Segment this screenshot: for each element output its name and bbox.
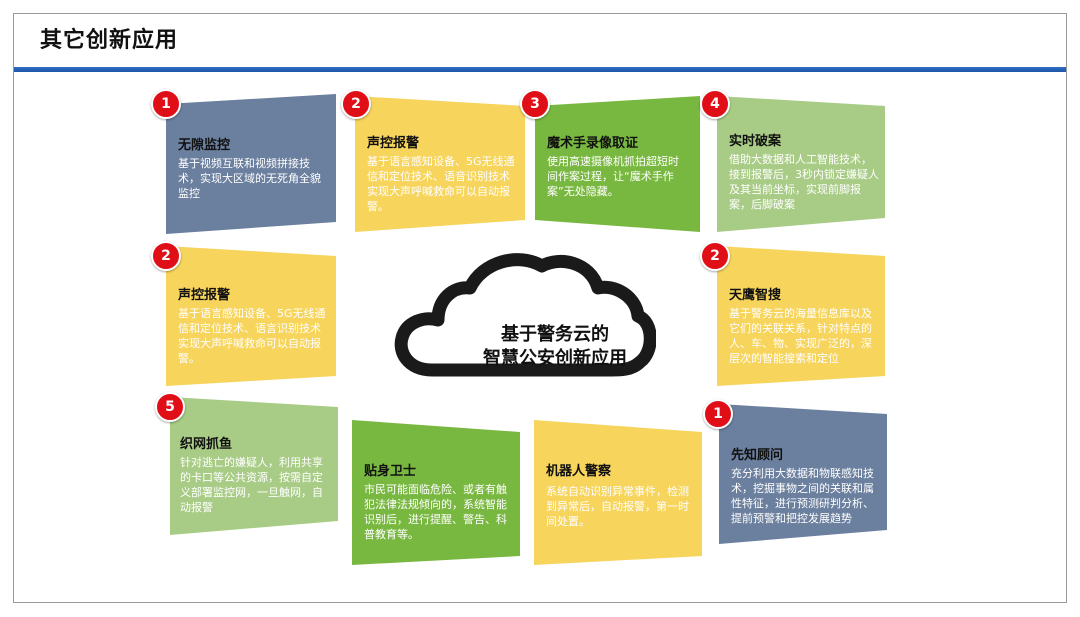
card-3: 魔术手录像取证 使用高速摄像机抓拍超短时间作案过程，让“魔术手作案”无处隐藏。 [535, 94, 700, 232]
badge-number: 2 [700, 241, 730, 271]
card-shape [170, 397, 338, 535]
card-shape [719, 404, 887, 544]
card-title: 声控报警 [178, 288, 231, 303]
card-text: 使用高速摄像机抓拍超短时间作案过程，让“魔术手作案”无处隐藏。 [547, 155, 679, 198]
card-10: 先知顾问 充分利用大数据和物联感知技术，挖掘事物之间的关联和属性特征，进行预测研… [719, 404, 887, 544]
card-7: 织网抓鱼 针对逃亡的嫌疑人，利用共享的卡口等公共资源，按需自定义部署监控网，一旦… [170, 397, 338, 535]
badge-number: 4 [700, 89, 730, 119]
badge-number: 2 [341, 89, 371, 119]
card-6: 天鹰智搜 基于警务云的海量信息库以及它们的关联关系，针对特点的人、车、物、实现广… [717, 246, 885, 386]
center-title-line1: 基于警务云的 [501, 324, 609, 345]
cloud-icon [394, 253, 656, 377]
badge-number: 1 [151, 89, 181, 119]
card-text: 基于语言感知设备、5G无线通信和定位技术、语音识别技术实现大声呼喊救命可以自动报… [367, 155, 515, 213]
card-title: 魔术手录像取证 [547, 136, 639, 151]
card-shape [166, 246, 336, 386]
badge-number: 3 [520, 89, 550, 119]
card-5: 声控报警 基于语言感知设备、5G无线通信和定位技术、语言识别技术实现大声呼喊救命… [166, 246, 336, 386]
card-2: 声控报警 基于语言感知设备、5G无线通信和定位技术、语音识别技术实现大声呼喊救命… [355, 94, 525, 232]
card-shape [717, 246, 885, 386]
badge-number: 1 [703, 399, 733, 429]
card-title: 实时破案 [729, 134, 782, 149]
card-title: 织网抓鱼 [180, 437, 233, 452]
card-text: 针对逃亡的嫌疑人，利用共享的卡口等公共资源，按需自定义部署监控网，一旦触网，自动… [180, 456, 323, 514]
card-title: 无隙监控 [178, 138, 231, 153]
card-title: 贴身卫士 [364, 464, 417, 479]
card-shape [717, 96, 885, 232]
card-shape [534, 420, 702, 565]
page-title: 其它创新应用 [40, 28, 179, 53]
card-text: 充分利用大数据和物联感知技术，挖掘事物之间的关联和属性特征，进行预测研判分析、提… [731, 467, 874, 525]
badge-number: 2 [151, 241, 181, 271]
card-text: 基于警务云的海量信息库以及它们的关联关系，针对特点的人、车、物、实现广泛的，深层… [729, 307, 872, 365]
center-title: 基于警务云的 智慧公安创新应用 [470, 323, 640, 371]
card-title: 先知顾问 [731, 448, 784, 463]
card-4: 实时破案 借助大数据和人工智能技术，接到报警后，3秒内锁定嫌疑人及其当前坐标，实… [717, 92, 885, 232]
card-text: 市民可能面临危险、或者有触犯法律法规倾向的，系统智能识别后，进行提醒、警告、科普… [364, 483, 507, 541]
card-text: 系统自动识别异常事件，检测到异常后，自动报警，第一时间处置。 [546, 485, 689, 528]
card-shape [355, 96, 525, 232]
card-text: 借助大数据和人工智能技术，接到报警后，3秒内锁定嫌疑人及其当前坐标，实现前脚报案… [729, 153, 879, 211]
card-title: 天鹰智搜 [729, 288, 782, 303]
card-shape [166, 94, 336, 234]
card-text: 基于视频互联和视频拼接技术，实现大区域的无死角全貌监控 [178, 157, 321, 200]
card-8: 贴身卫士 市民可能面临危险、或者有触犯法律法规倾向的，系统智能识别后，进行提醒、… [352, 420, 520, 565]
center-title-line2: 智慧公安创新应用 [483, 348, 627, 369]
title-divider [14, 67, 1066, 72]
card-shape [535, 96, 700, 232]
card-1: 无隙监控 基于视频互联和视频拼接技术，实现大区域的无死角全貌监控 [166, 94, 336, 234]
card-title: 机器人警察 [546, 464, 612, 479]
badge-number: 5 [155, 392, 185, 422]
card-text: 基于语言感知设备、5G无线通信和定位技术、语言识别技术实现大声呼喊救命可以自动报… [178, 307, 326, 365]
card-title: 声控报警 [367, 136, 420, 151]
card-9: 机器人警察 系统自动识别异常事件，检测到异常后，自动报警，第一时间处置。 [534, 420, 702, 565]
card-shape [352, 420, 520, 565]
